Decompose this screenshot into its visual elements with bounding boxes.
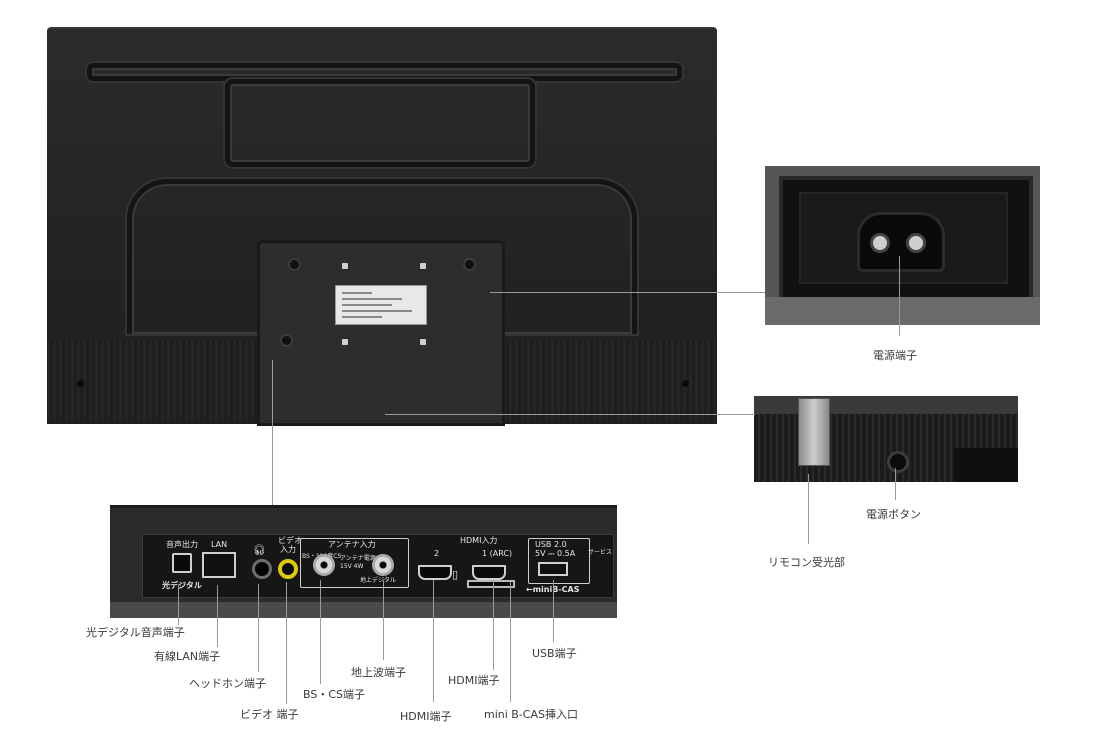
label-hdmi-1: 1 (ARC) — [482, 549, 513, 558]
label-optical: 光デジタル — [162, 581, 202, 590]
label-hdmi-in: HDMI入力 — [460, 536, 498, 545]
usb-port[interactable] — [538, 562, 568, 576]
callout-line-hdmi-1 — [493, 580, 494, 670]
label-hdmi-2: 2 — [434, 549, 440, 558]
headphone-jack[interactable] — [252, 559, 272, 579]
terrestrial-antenna-port[interactable] — [372, 554, 394, 576]
label-antenna-spec-2: 15V 4W — [340, 563, 364, 570]
label-video-terminal: ビデオ 端子 — [240, 708, 299, 721]
rating-label-sticker — [335, 285, 427, 325]
bs-cs-antenna-port[interactable] — [313, 554, 335, 576]
callout-line-bs-cs — [320, 580, 321, 684]
remote-receiver-window — [798, 398, 830, 466]
label-hdmi-terminal-1: HDMI端子 — [448, 674, 500, 687]
label-lan-terminal: 有線LAN端子 — [154, 650, 221, 663]
label-usb-power: 5V ⎓ 0.5A — [535, 549, 576, 558]
label-audio-out: 音声出力 — [166, 540, 198, 549]
antenna-group-frame — [300, 538, 409, 588]
label-service: サービス — [588, 549, 613, 556]
optical-port[interactable] — [172, 553, 192, 573]
usb-group-frame — [528, 538, 590, 584]
label-antenna-spec-1: アンテナ電源 — [340, 555, 376, 562]
callout-line-terminal-panel — [272, 360, 273, 505]
label-headphone: ヘッドホン端子 — [189, 677, 266, 690]
minibcas-slot[interactable] — [467, 580, 515, 588]
hdmi-1-arc-port[interactable] — [472, 565, 506, 580]
label-bs-cs-terminal: BS・CS端子 — [303, 688, 365, 701]
callout-line-headphone — [258, 584, 259, 672]
vesa-mount-plate — [257, 240, 505, 426]
callout-line-hdmi-2 — [433, 580, 434, 702]
card-slot-icon: ▯ — [452, 568, 459, 581]
label-optical-audio: 光デジタル音声端子 — [86, 626, 185, 639]
callout-line-lan — [217, 585, 218, 647]
label-terrestrial-terminal: 地上波端子 — [351, 666, 406, 679]
callout-line-terrestrial — [383, 580, 384, 660]
label-power-button: 電源ボタン — [866, 508, 921, 521]
label-minibcas-slot: mini B-CAS挿入口 — [484, 708, 578, 721]
power-terminal-closeup — [765, 166, 1040, 325]
power-button[interactable] — [890, 454, 906, 470]
label-terrestrial: 地上デジタル — [360, 577, 396, 584]
power-socket — [857, 212, 945, 272]
power-button-closeup — [754, 396, 1018, 482]
callout-line-power-button-v — [895, 468, 896, 500]
callout-line-usb — [553, 580, 554, 642]
callout-line-remote-receiver — [808, 474, 809, 544]
label-power-terminal: 電源端子 — [873, 349, 917, 362]
video-jack[interactable] — [278, 559, 298, 579]
callout-line-power-terminal — [490, 292, 765, 293]
terminal-panel-closeup: 音声出力 光デジタル LAN 🎧︎ ビデオ 入力 アンテナ入力 BS・110度C… — [110, 505, 617, 618]
label-usb: USB 2.0 — [535, 540, 567, 549]
lan-port[interactable] — [202, 552, 236, 578]
callout-line-power-button — [385, 414, 755, 415]
callout-line-power-terminal-v — [899, 256, 900, 336]
label-usb-terminal: USB端子 — [532, 647, 577, 660]
label-remote-receiver: リモコン受光部 — [768, 556, 845, 569]
label-video: ビデオ — [278, 536, 302, 545]
callout-line-optical — [178, 585, 179, 625]
callout-line-video — [286, 582, 287, 704]
headphone-icon: 🎧︎ — [253, 545, 266, 556]
label-video-in: 入力 — [280, 545, 296, 554]
label-lan: LAN — [211, 540, 228, 549]
label-antenna-in: アンテナ入力 — [328, 540, 376, 549]
hdmi-2-port[interactable] — [418, 565, 452, 580]
callout-line-minibcas — [510, 582, 511, 702]
label-hdmi-terminal-2: HDMI端子 — [400, 710, 452, 723]
